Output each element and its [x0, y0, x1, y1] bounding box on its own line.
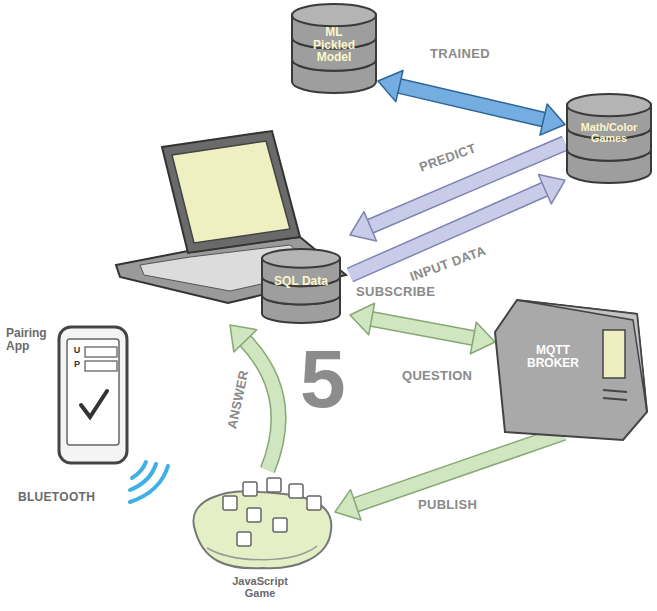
edge-label: PREDICT — [417, 140, 478, 174]
broker-server: MQTT BROKER — [495, 300, 647, 440]
game-device-outline — [185, 470, 335, 575]
node-text: Pairing App — [6, 327, 55, 352]
node-text: JavaScript Game — [220, 576, 300, 599]
edge-label: ANSWER — [224, 369, 251, 430]
node-text: SQL Data — [271, 275, 331, 288]
node-text: U — [71, 346, 83, 355]
device-label: BLUETOOTH — [18, 490, 95, 504]
flow-arrow — [378, 70, 565, 135]
flow-note: QUESTION — [402, 368, 472, 383]
laptop-sql-outline — [110, 125, 350, 325]
laptop-sql: SQL Data — [110, 125, 350, 325]
broker-server-outline — [495, 300, 647, 440]
node-text: Math/Color Games — [579, 122, 639, 145]
edge-label: TRAINED — [430, 46, 490, 61]
node-text: MQTT BROKER — [513, 344, 593, 369]
node-text: P — [71, 360, 83, 369]
games-database: Math/Color Games — [565, 92, 653, 185]
phone-app: Pairing AppUP — [57, 325, 129, 465]
game-device: JavaScript Game — [185, 470, 335, 575]
edge-label: SUBSCRIBE — [356, 284, 435, 299]
flow-arrow — [335, 433, 563, 520]
node-text: ML Pickled Model — [304, 26, 364, 64]
model-database: ML Pickled Model — [290, 2, 378, 95]
flow-arrow — [350, 303, 495, 353]
phone-app-outline — [57, 325, 129, 465]
step-number: 5 — [300, 338, 346, 420]
edge-label: PUBLISH — [418, 497, 477, 512]
